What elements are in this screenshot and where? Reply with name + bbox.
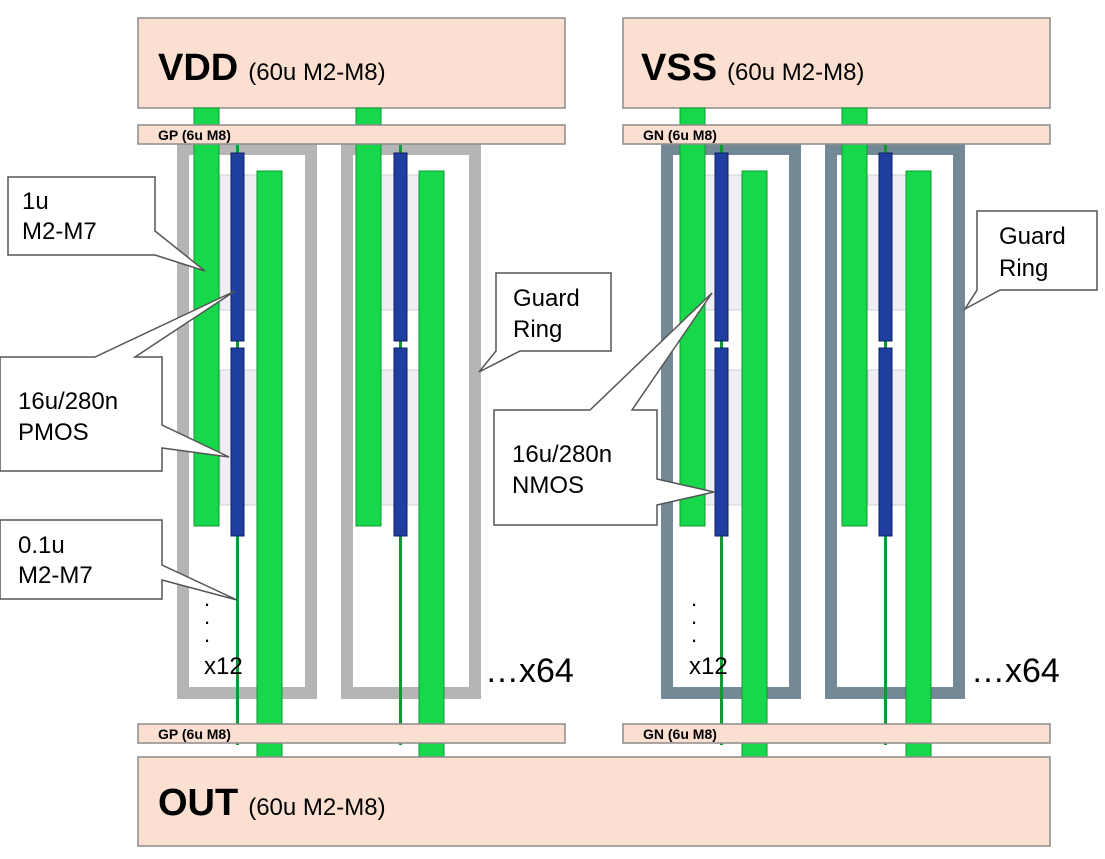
callout-pmos: 16u/280n PMOS xyxy=(0,290,236,472)
gp-strap-bottom-label: GP (6u M8) xyxy=(158,726,231,742)
out-metal-strap xyxy=(256,170,283,759)
gp-strap-bottom: GP (6u M8) xyxy=(137,723,566,744)
pmos-gate xyxy=(230,347,245,537)
pmos-gates xyxy=(230,152,408,537)
gn-strap-top-label: GN (6u M8) xyxy=(643,127,717,143)
vss-rail-box xyxy=(622,17,1051,109)
nmos-guard-ring-1 xyxy=(661,143,801,699)
out-rail-box xyxy=(137,756,1051,847)
vdd-rail-box xyxy=(137,17,566,109)
out-rail-name: OUT xyxy=(158,782,238,824)
svg-text:OUT(60u M2-M8): OUT (60u M2-M8) xyxy=(158,782,386,824)
callout-guard-ring-n-line1: Guard xyxy=(999,223,1066,250)
gn-strap-bottom-label: GN (6u M8) xyxy=(643,726,717,742)
out-rail: OUT (60u M2-M8) xyxy=(137,756,1051,847)
nmos-vertical-dots: . . . xyxy=(691,586,697,647)
callout-guard-ring-p-line2: Ring xyxy=(513,316,562,343)
out-metal-strap xyxy=(741,170,768,759)
callout-1u-wire-bubble xyxy=(7,176,206,272)
callout-pmos-line1: 16u/280n xyxy=(18,388,118,415)
gp-strap-top-bar xyxy=(137,124,566,145)
svg-text:VDD(60u M2-M8): VDD (60u M2-M8) xyxy=(158,47,386,89)
nmos-gates xyxy=(714,152,893,537)
callout-nmos-bubble xyxy=(493,292,715,526)
dot: . xyxy=(204,586,210,611)
gp-strap-top: GP (6u M8) xyxy=(137,124,566,145)
callout-0p1u-wire-bubble xyxy=(0,519,238,601)
nmos-gate xyxy=(878,347,893,537)
callout-nmos: 16u/280n NMOS xyxy=(493,292,715,526)
vss-rail-spec: (60u M2-M8) xyxy=(727,59,864,86)
dot: . xyxy=(204,622,210,647)
pmos-gate xyxy=(393,152,408,342)
out-metal-strap xyxy=(905,170,932,759)
pmos-count-label: x12 xyxy=(204,653,243,680)
nmos-guard-ring-2 xyxy=(825,143,965,699)
gn-strap-top-bar xyxy=(622,124,1051,145)
nmos-gate xyxy=(714,347,729,537)
callout-guard-ring-n-line2: Ring xyxy=(999,255,1048,282)
vdd-rail: VDD (60u M2-M8) xyxy=(137,17,566,109)
gp-strap-bottom-bar xyxy=(137,723,566,744)
vss-metal-strap xyxy=(841,107,868,527)
callout-guard-ring-n: Guard Ring xyxy=(962,210,1098,312)
callout-1u-wire: 1u M2-M7 xyxy=(7,176,206,272)
supply-metal-straps xyxy=(193,107,868,527)
callout-guard-ring-p-bubble xyxy=(478,272,612,373)
vss-rail-name: VSS xyxy=(641,47,717,89)
callout-guard-ring-p: Guard Ring xyxy=(478,272,612,373)
pmos-gate xyxy=(230,152,245,342)
callout-1u-wire-line2: M2-M7 xyxy=(22,218,97,245)
out-metal-strap xyxy=(418,170,445,759)
dot: . xyxy=(204,604,210,629)
vdd-rail-name: VDD xyxy=(158,47,238,89)
pmos-vertical-dots: . . . xyxy=(204,586,210,647)
nmos-guard-rings xyxy=(661,143,965,699)
callout-0p1u-wire: 0.1u M2-M7 xyxy=(0,519,238,601)
nmos-gate xyxy=(878,152,893,342)
callout-1u-wire-line1: 1u xyxy=(22,188,49,215)
nmos-array-multiplier: …x64 xyxy=(971,652,1060,690)
dot: . xyxy=(691,622,697,647)
vdd-metal-strap xyxy=(355,107,382,527)
callout-guard-ring-n-bubble xyxy=(962,210,1098,312)
gn-strap-bottom: GN (6u M8) xyxy=(622,723,1051,744)
output-metal-straps xyxy=(256,170,932,759)
callout-0p1u-wire-line1: 0.1u xyxy=(18,532,65,559)
dot: . xyxy=(691,586,697,611)
vss-rail: VSS (60u M2-M8) xyxy=(622,17,1051,109)
vdd-rail-spec: (60u M2-M8) xyxy=(248,59,385,86)
callout-nmos-line1: 16u/280n xyxy=(512,441,612,468)
gn-strap-top: GN (6u M8) xyxy=(622,124,1051,145)
gn-strap-bottom-bar xyxy=(622,723,1051,744)
gp-strap-top-label: GP (6u M8) xyxy=(158,127,231,143)
vdd-metal-strap xyxy=(193,107,220,527)
pmos-guard-rings xyxy=(177,143,481,699)
nmos-gate xyxy=(714,152,729,342)
callout-pmos-line2: PMOS xyxy=(18,419,89,446)
callout-0p1u-wire-line2: M2-M7 xyxy=(18,562,93,589)
svg-text:VSS(60u M2-M8): VSS (60u M2-M8) xyxy=(641,47,864,89)
pmos-guard-ring-1 xyxy=(177,143,317,699)
pmos-gate xyxy=(393,347,408,537)
pmos-array-multiplier: …x64 xyxy=(485,652,574,690)
callout-pmos-bubble xyxy=(0,290,236,472)
callout-nmos-line2: NMOS xyxy=(512,472,584,499)
callout-guard-ring-p-line1: Guard xyxy=(513,285,580,312)
out-rail-spec: (60u M2-M8) xyxy=(248,794,385,821)
pmos-guard-ring-2 xyxy=(341,143,481,699)
nmos-count-label: x12 xyxy=(689,653,728,680)
dot: . xyxy=(691,604,697,629)
